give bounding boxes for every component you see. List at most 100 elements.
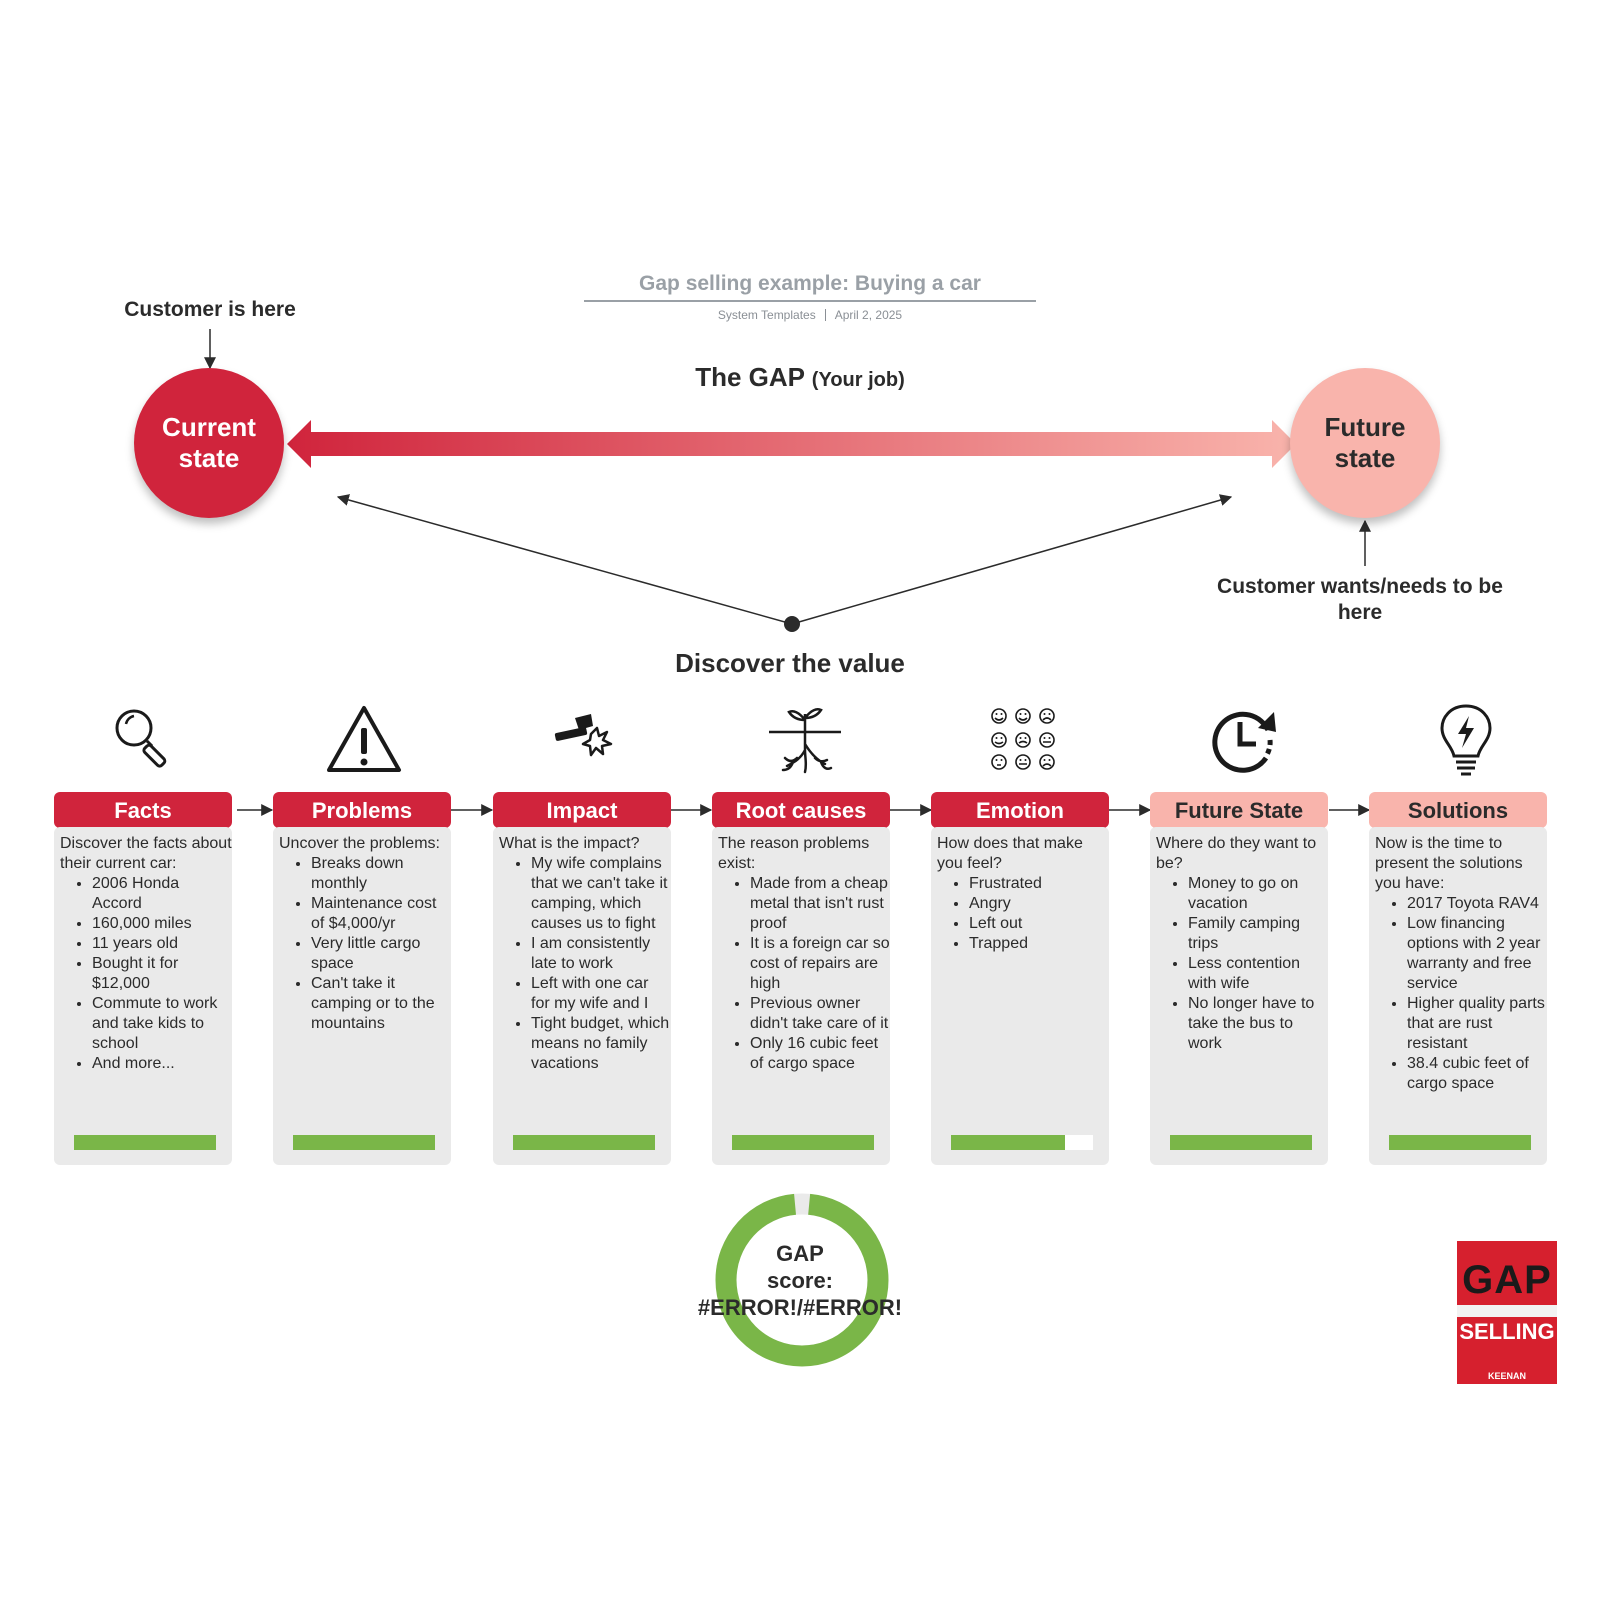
meta-divider (824, 309, 826, 321)
step-header-root-causes: Root causes (712, 792, 890, 828)
list-item: It is a foreign car so cost of repairs a… (750, 934, 890, 994)
list-item: Can't take it camping or to the mountain… (311, 974, 451, 1034)
step-score-fill (1389, 1135, 1531, 1150)
discover-node (784, 616, 800, 632)
list-item: Low financing options with 2 year warran… (1407, 914, 1547, 994)
list-item: Less contention with wife (1188, 954, 1328, 994)
step-card-body: Uncover the problems: Breaks down monthly… (279, 834, 451, 1034)
step-intro: Discover the facts about their current c… (60, 835, 232, 872)
step-score-fill (513, 1135, 655, 1150)
list-item: Tight budget, which means no family vaca… (531, 1014, 671, 1074)
step-score-fill (74, 1135, 216, 1150)
step-header-emotion: Emotion (931, 792, 1109, 828)
step-score-fill (732, 1135, 874, 1150)
list-item: Angry (969, 894, 1109, 914)
page-title: Gap selling example: Buying a car (639, 272, 981, 295)
step-header-solutions: Solutions (1369, 792, 1547, 828)
plant-roots-icon (769, 708, 841, 774)
score-ring-fill (715, 1193, 889, 1367)
step-score-bar (1170, 1135, 1312, 1150)
list-item: Very little cargo space (311, 934, 451, 974)
future-state-circle: Future state (1290, 368, 1440, 518)
step-card-problems: Uncover the problems: Breaks down monthly… (273, 827, 451, 1165)
list-item: Higher quality parts that are rust resis… (1407, 994, 1547, 1054)
step-card-body: Now is the time to present the solutions… (1375, 834, 1547, 1094)
list-item: 11 years old (92, 934, 232, 954)
step-intro: Uncover the problems: (279, 835, 440, 852)
step-score-bar (293, 1135, 435, 1150)
step-score-bar (1389, 1135, 1531, 1150)
step-card-future-state: Where do they want to be?Money to go on … (1150, 827, 1328, 1165)
discover-line-right (791, 494, 1233, 625)
step-card-solutions: Now is the time to present the solutions… (1369, 827, 1547, 1165)
step-card-facts: Discover the facts about their current c… (54, 827, 232, 1165)
step-intro: Now is the time to present the solutions… (1375, 835, 1523, 892)
book-torn-strip (1457, 1305, 1557, 1317)
gap-double-arrow (287, 420, 1296, 468)
list-item: 38.4 cubic feet of cargo space (1407, 1054, 1547, 1094)
step-bullet-list: Breaks down monthlyMaintenance cost of $… (279, 854, 451, 1034)
step-score-fill (951, 1135, 1065, 1150)
gap-selling-book-cover: GAP SELLING KEENAN (1457, 1241, 1557, 1384)
step-card-body: Where do they want to be?Money to go on … (1156, 834, 1328, 1054)
step-score-fill (293, 1135, 435, 1150)
step-bullet-list: 2006 Honda Accord160,000 miles11 years o… (60, 874, 232, 1074)
lightbulb-icon (1440, 704, 1492, 776)
gap-score-value: #ERROR!/#ERROR! (697, 1295, 903, 1320)
step-header-impact: Impact (493, 792, 671, 828)
step-intro: The reason problems exist: (718, 835, 870, 872)
book-title-top: GAP (1462, 1258, 1552, 1302)
gap-subtitle: (Your job) (811, 369, 905, 391)
step-card-body: The reason problems exist:Made from a ch… (718, 834, 890, 1074)
list-item: 160,000 miles (92, 914, 232, 934)
magnifier-icon (115, 709, 167, 768)
customer-here-label: Customer is here (124, 298, 296, 321)
list-item: Money to go on vacation (1188, 874, 1328, 914)
author-label: System Templates (717, 308, 816, 322)
emoji-faces-icon (991, 708, 1055, 770)
list-item: I am consistently late to work (531, 934, 671, 974)
list-item: No longer have to take the bus to work (1188, 994, 1328, 1054)
book-title-bottom: SELLING (1459, 1319, 1555, 1344)
title-underline (584, 300, 1036, 302)
clock-forward-icon (1212, 711, 1276, 773)
list-item: Previous owner didn't take care of it (750, 994, 890, 1034)
list-item: Made from a cheap metal that isn't rust … (750, 874, 890, 934)
step-score-bar (732, 1135, 874, 1150)
list-item: Breaks down monthly (311, 854, 451, 894)
list-item: And more... (92, 1054, 232, 1074)
book-author: KEENAN (1487, 1371, 1526, 1381)
step-score-bar (74, 1135, 216, 1150)
discover-line-left (336, 494, 793, 625)
hammer-impact-icon (554, 714, 613, 757)
customer-wants-label: Customer wants/needs to be here (1217, 575, 1503, 624)
list-item: Left out (969, 914, 1109, 934)
list-item: Maintenance cost of $4,000/yr (311, 894, 451, 934)
gap-title: The GAP (695, 362, 805, 392)
step-score-bar (513, 1135, 655, 1150)
list-item: 2006 Honda Accord (92, 874, 232, 914)
step-header-problems: Problems (273, 792, 451, 828)
list-item: Frustrated (969, 874, 1109, 894)
list-item: Only 16 cubic feet of cargo space (750, 1034, 890, 1074)
list-item: Family camping trips (1188, 914, 1328, 954)
gap-score-text: GAP score: #ERROR!/#ERROR! (690, 1240, 910, 1321)
gap-score-ring (715, 1193, 889, 1367)
step-bullet-list: My wife complains that we can't take it … (499, 854, 671, 1074)
step-card-impact: What is the impact? My wife complains tha… (493, 827, 671, 1165)
step-intro: Where do they want to be? (1156, 835, 1317, 872)
step-bullet-list: 2017 Toyota RAV4Low financing options wi… (1375, 894, 1547, 1094)
step-header-future-state: Future State (1150, 792, 1328, 828)
current-state-label: Current state (162, 412, 256, 473)
step-bullet-list: FrustratedAngryLeft outTrapped (937, 874, 1109, 954)
step-intro: How does that make you feel? (937, 835, 1083, 872)
list-item: Left with one car for my wife and I (531, 974, 671, 1014)
list-item: Commute to work and take kids to school (92, 994, 232, 1054)
step-card-body: How does that make you feel?FrustratedAn… (937, 834, 1109, 954)
discover-value-label: Discover the value (675, 648, 905, 678)
step-score-bar (951, 1135, 1093, 1150)
step-header-facts: Facts (54, 792, 232, 828)
step-intro: What is the impact? (499, 835, 640, 852)
date-label: April 2, 2025 (834, 308, 903, 322)
